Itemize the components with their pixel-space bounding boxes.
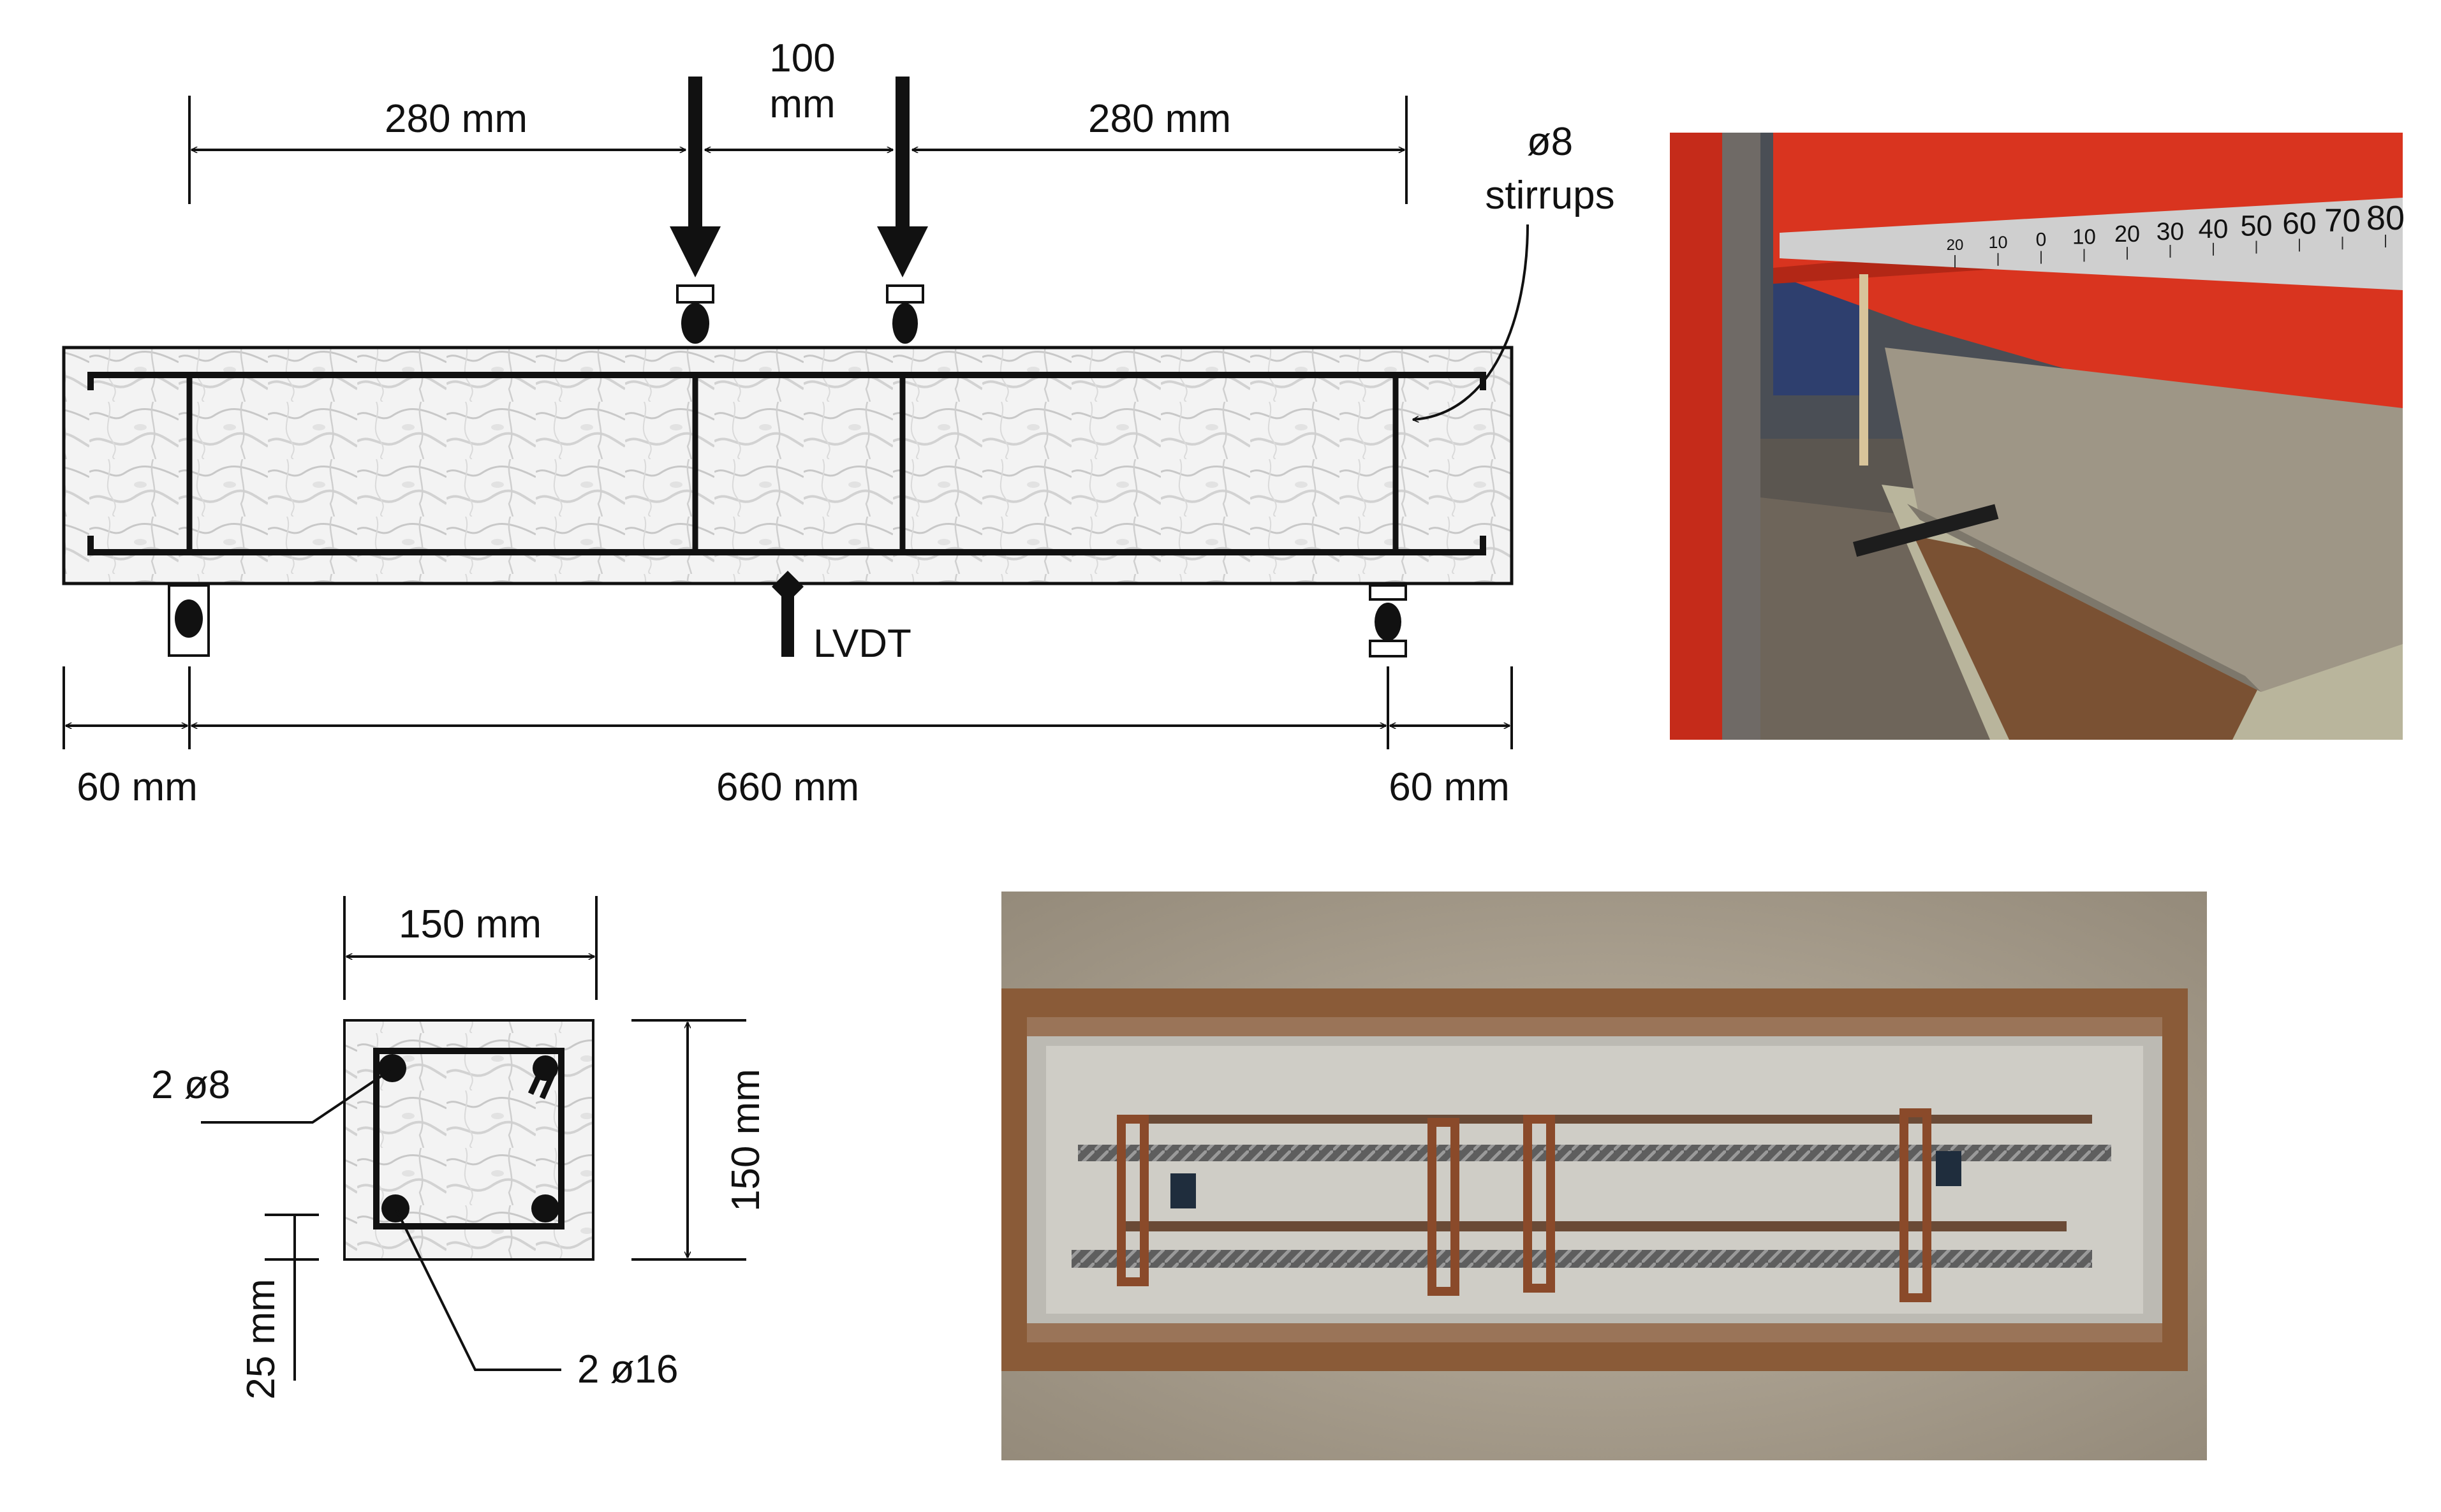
test-beam-photo bbox=[1885, 348, 2403, 692]
support-left bbox=[168, 584, 210, 657]
stirrups-label-diameter: ø8 bbox=[1527, 120, 1573, 164]
concrete-beam bbox=[62, 346, 1514, 585]
scale-number: 0 bbox=[2036, 230, 2047, 251]
bottom-bars-leader bbox=[395, 1210, 561, 1371]
lvdt-rod-photo bbox=[1859, 274, 1868, 466]
section-width-label: 150 mm bbox=[399, 902, 542, 946]
top-bar-left bbox=[378, 1054, 406, 1082]
scale-number: 20 bbox=[1947, 237, 1964, 254]
scale-number: 80 bbox=[2366, 199, 2405, 237]
load-roller-left bbox=[676, 284, 714, 344]
scale-number: 50 bbox=[2240, 210, 2272, 242]
stirrups-leader-arrow bbox=[1413, 224, 1529, 420]
load-arrow-left bbox=[670, 77, 721, 277]
top-bar-right bbox=[533, 1055, 558, 1081]
bottom-bar-left bbox=[381, 1194, 409, 1222]
bottom-bar-right bbox=[531, 1194, 559, 1222]
scale-number: 10 bbox=[1988, 233, 2007, 252]
bottom-longitudinal-bar bbox=[87, 536, 1486, 555]
lvdt-sensor bbox=[772, 571, 804, 657]
dim-left-overhang-label: 60 mm bbox=[77, 765, 197, 809]
spacer-clip bbox=[1170, 1173, 1196, 1208]
load-roller-right bbox=[886, 284, 924, 344]
dim-load-spacing-unit: mm bbox=[769, 82, 835, 126]
dim-left-shear-span-label: 280 mm bbox=[385, 97, 527, 141]
load-arrow-right bbox=[877, 77, 928, 277]
beam-elevation: LVDT 280 mm 100 mm 280 mm ø8 stirrups 60… bbox=[62, 36, 1615, 809]
cage-bottom-bar bbox=[1072, 1250, 2092, 1268]
scale-number: 30 bbox=[2157, 218, 2184, 246]
dim-right-shear-span-label: 280 mm bbox=[1088, 97, 1231, 141]
bottom-bars-label: 2 ø16 bbox=[577, 1347, 679, 1391]
dim-span-label: 660 mm bbox=[716, 765, 859, 809]
top-bars-leader bbox=[201, 1069, 392, 1124]
support-right bbox=[1369, 584, 1407, 657]
scale-number: 60 bbox=[2282, 207, 2316, 240]
dim-load-spacing-value: 100 bbox=[769, 36, 835, 80]
spacer-clip bbox=[1936, 1151, 1961, 1186]
cage-inner-bar bbox=[1123, 1115, 2092, 1124]
photo-reinforcement-cage bbox=[1001, 892, 2207, 1460]
lvdt-label: LVDT bbox=[813, 622, 911, 666]
scale-number: 20 bbox=[2114, 221, 2140, 247]
dim-right-overhang-label: 60 mm bbox=[1389, 765, 1509, 809]
scale-ruler bbox=[1780, 198, 2403, 290]
stirrups-label-text: stirrups bbox=[1485, 173, 1614, 217]
section-stirrup bbox=[373, 1048, 564, 1229]
scale-number: 10 bbox=[2072, 224, 2096, 248]
beam-cross-section: 150 mm 150 mm 2 ø8 2 ø16 25 mm bbox=[151, 896, 768, 1400]
top-bars-label: 2 ø8 bbox=[151, 1063, 230, 1107]
cage-stirrups bbox=[1117, 1108, 1931, 1302]
frame-column bbox=[1670, 133, 1724, 740]
section-height-label: 150 mm bbox=[724, 1069, 768, 1212]
scale-number: 40 bbox=[2199, 214, 2229, 244]
scale-number: 70 bbox=[2324, 202, 2361, 239]
cover-label: 25 mm bbox=[239, 1279, 283, 1399]
